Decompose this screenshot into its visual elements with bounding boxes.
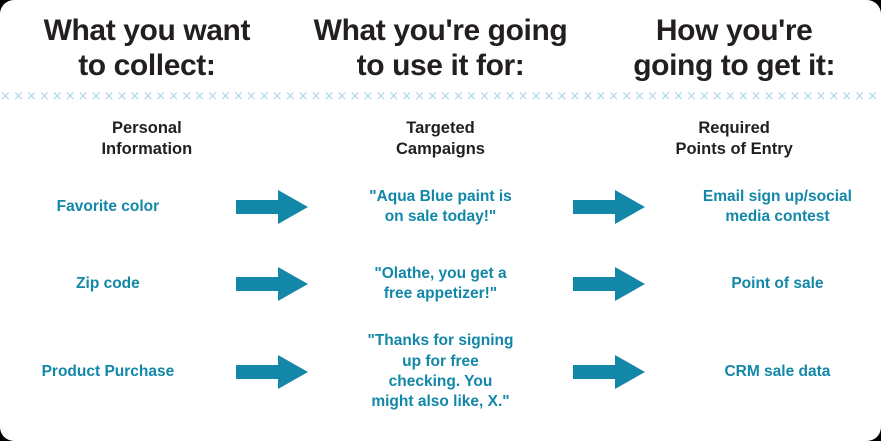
subhead-line: Points of Entry	[675, 140, 793, 159]
cell-use-for: "Aqua Blue paint is on sale today!"	[328, 187, 553, 228]
body-grid: Personal Information Targeted Campaigns …	[0, 110, 881, 441]
cell-line: Point of sale	[731, 274, 824, 292]
arrow-right-icon	[236, 355, 308, 389]
header-line: going to get it:	[633, 48, 836, 82]
cell-collect: Favorite color	[0, 197, 216, 217]
arrow-right-icon	[572, 355, 645, 389]
arrow-cell	[553, 189, 665, 225]
arrow-right-icon	[236, 190, 308, 224]
cell-get-it: Email sign up/social media contest	[665, 187, 881, 228]
header-line: to use it for:	[356, 48, 525, 82]
header-column-collect: What you want to collect:	[0, 14, 294, 84]
cell-line: free appetizer!"	[383, 285, 498, 302]
cell-line: on sale today!"	[384, 208, 497, 225]
cell-line: up for free	[402, 352, 479, 370]
table-row: Zip code "Olathe, you get a free appetiz…	[0, 246, 881, 322]
arrow-right-icon	[236, 267, 308, 301]
arrow-right-icon	[572, 267, 645, 301]
cell-get-it: Point of sale	[665, 274, 881, 294]
cell-line: might also like, X."	[371, 393, 510, 411]
cell-collect: Zip code	[0, 274, 216, 294]
x-pattern-divider: ××××××××××××××××××××××××××××××××××××××××…	[0, 89, 881, 104]
subhead-line: Personal	[111, 119, 182, 137]
cell-line: checking. You	[388, 373, 493, 390]
table-row: Favorite color "Aqua Blue paint is on sa…	[0, 168, 881, 246]
cell-line: Favorite color	[56, 197, 160, 215]
cell-collect: Product Purchase	[0, 362, 216, 382]
cell-line: media contest	[725, 208, 830, 225]
subhead-line: Required	[698, 119, 770, 137]
arrow-cell	[216, 266, 328, 302]
subhead-line: Information	[101, 140, 193, 159]
header-line: How you're	[655, 14, 813, 47]
table-row: Product Purchase "Thanks for signing up …	[0, 322, 881, 422]
header-line: What you're going	[313, 14, 568, 47]
cell-line: Product Purchase	[41, 362, 175, 380]
cell-use-for: "Olathe, you get a free appetizer!"	[328, 264, 553, 305]
cell-use-for: "Thanks for signing up for free checking…	[328, 331, 553, 413]
header-column-use-for: What you're going to use it for:	[294, 14, 588, 84]
cell-line: "Aqua Blue paint is	[369, 187, 512, 205]
subhead-required-points-of-entry: Required Points of Entry	[587, 110, 881, 168]
cell-line: "Olathe, you get a	[374, 264, 507, 282]
arrow-cell	[216, 354, 328, 390]
cell-get-it: CRM sale data	[665, 362, 881, 382]
cell-line: Zip code	[76, 274, 140, 292]
subhead-line: Targeted	[406, 119, 475, 137]
subhead-line: Campaigns	[396, 140, 485, 159]
subhead-row: Personal Information Targeted Campaigns …	[0, 110, 881, 168]
cell-line: Email sign up/social	[702, 187, 852, 205]
arrow-cell	[216, 189, 328, 225]
cell-line: "Thanks for signing	[367, 332, 514, 350]
header-line: to collect:	[78, 48, 216, 82]
cell-line: CRM sale data	[724, 362, 831, 380]
arrow-right-icon	[572, 190, 645, 224]
subhead-personal-information: Personal Information	[0, 110, 294, 168]
arrow-cell	[553, 354, 665, 390]
header-line: What you want	[43, 14, 251, 47]
header-row: What you want to collect: What you're go…	[0, 0, 881, 84]
header-column-get-it: How you're going to get it:	[587, 14, 881, 84]
arrow-cell	[553, 266, 665, 302]
subhead-targeted-campaigns: Targeted Campaigns	[294, 110, 588, 168]
